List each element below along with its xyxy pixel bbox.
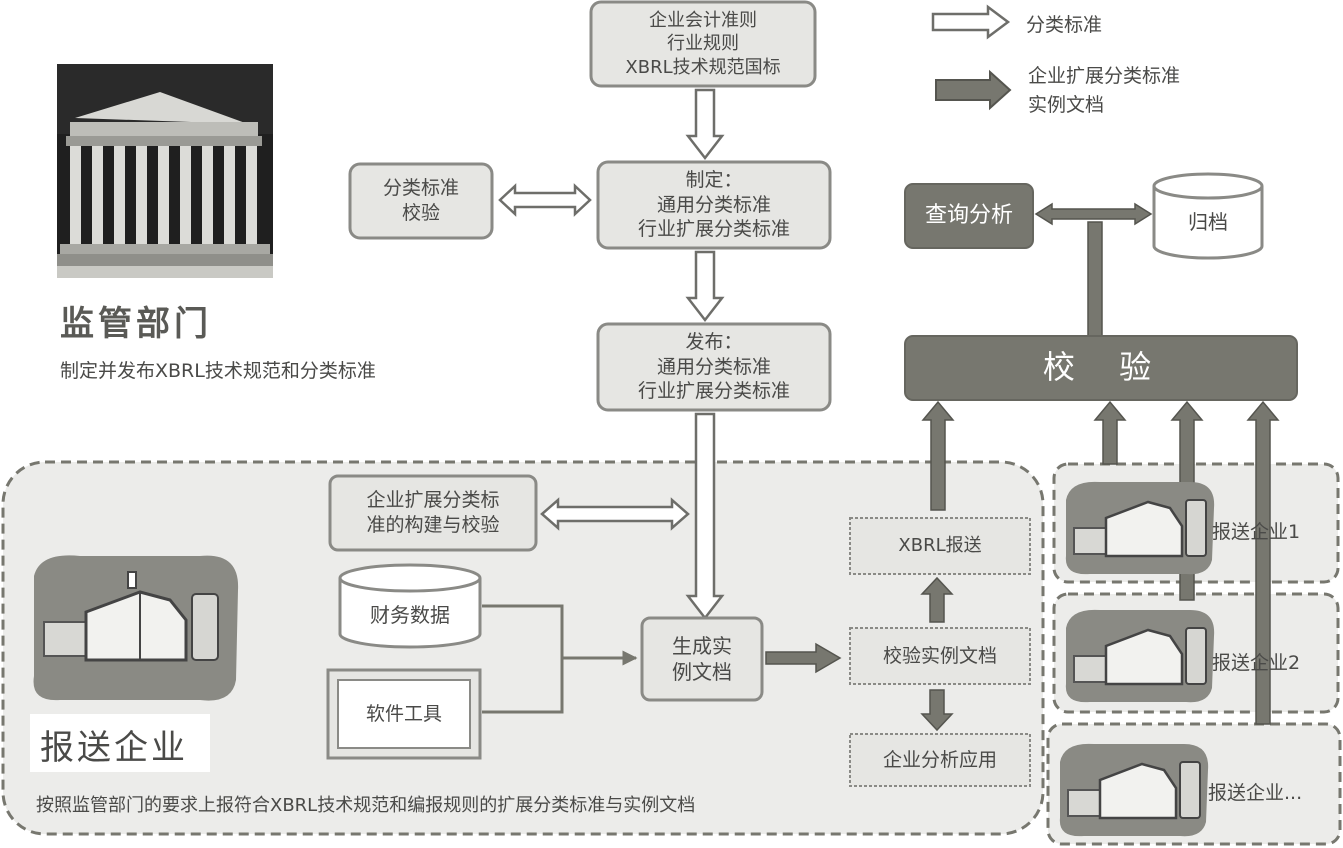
- archive-text: 归档: [1188, 210, 1228, 234]
- generate-text: 生成实 例文档: [672, 634, 732, 684]
- formulate-box: [596, 160, 832, 250]
- validate-bar: [904, 335, 1298, 401]
- enterprise-region: [1, 460, 1045, 836]
- arrow-publish-to-generate: [685, 412, 725, 621]
- reporter-label-1: 报送企业1: [1212, 521, 1301, 543]
- formulate-text: 制定： 通用分类标准 行业扩展分类标准: [637, 168, 790, 241]
- legend-extension-label: 企业扩展分类标准 实例文档: [1028, 65, 1181, 117]
- reporter-label-2: 报送企业2: [1212, 652, 1301, 674]
- enterprise-analysis-text: 企业分析应用: [882, 748, 997, 771]
- regulator-description: 制定并发布XBRL技术规范和分类标准: [60, 360, 376, 382]
- reporter-farm-1: [1065, 481, 1215, 575]
- query-box: [904, 183, 1034, 249]
- legend-solid-arrow: [935, 69, 1012, 111]
- connector-lines: [482, 604, 638, 714]
- arrow-check-formulate: [498, 183, 592, 217]
- xbrl-submit-box: [849, 517, 1031, 575]
- validate-instance-text: 校验实例文档: [882, 644, 997, 667]
- legend-taxonomy-label: 分类标准: [1026, 14, 1103, 36]
- validate-to-hub-stem: [1087, 221, 1103, 337]
- validate-text: 校 验: [1042, 348, 1160, 387]
- standards-box: [589, 0, 817, 88]
- standards-text: 企业会计准则 行业规则 XBRL技术规范国标: [625, 9, 781, 78]
- publish-text: 发布： 通用分类标准 行业扩展分类标准: [637, 330, 790, 403]
- farm-illustration: [30, 555, 239, 772]
- legend-hollow-arrow: [931, 4, 1011, 40]
- enterprise-analysis-box: [849, 733, 1031, 787]
- publish-box: [596, 322, 832, 412]
- arrow-validate-instance-to-submit: [920, 576, 954, 623]
- taxonomy-check-text: 分类标准 校验: [382, 177, 459, 224]
- software-tools-box: [326, 668, 482, 760]
- software-tools-text: 软件工具: [365, 702, 442, 725]
- xbrl-submit-text: XBRL报送: [898, 535, 982, 557]
- validate-instance-box: [849, 627, 1031, 685]
- courthouse-image: [57, 64, 273, 278]
- enterprise-title: 报送企业: [40, 728, 188, 768]
- generate-box: [640, 616, 764, 702]
- arrow-query-archive: [1034, 202, 1153, 226]
- financial-data-text: 财务数据: [370, 603, 450, 627]
- arrow-generate-validate-instance: [765, 642, 842, 674]
- regulator-title: 监管部门: [60, 304, 212, 344]
- reporter-farm-2: [1065, 609, 1215, 703]
- arrow-validate-instance-to-analysis: [920, 689, 954, 732]
- arrow-standards-to-formulate: [685, 88, 725, 161]
- financial-data-cylinder: [338, 563, 482, 649]
- enterprise-description: 按照监管部门的要求上报符合XBRL技术规范和编报规则的扩展分类标准与实例文档: [36, 795, 696, 816]
- ext-build-box: [328, 474, 538, 552]
- ext-build-text: 企业扩展分类标 准的构建与校验: [366, 489, 500, 536]
- reporter-label-3: 报送企业...: [1208, 782, 1303, 804]
- arrow-ext-build-generate: [540, 497, 690, 531]
- arrow-formulate-to-publish: [685, 250, 725, 323]
- taxonomy-check-box: [348, 162, 494, 240]
- archive-cylinder: [1152, 172, 1264, 260]
- query-text: 查询分析: [924, 202, 1013, 228]
- reporter-farm-3: [1059, 743, 1209, 837]
